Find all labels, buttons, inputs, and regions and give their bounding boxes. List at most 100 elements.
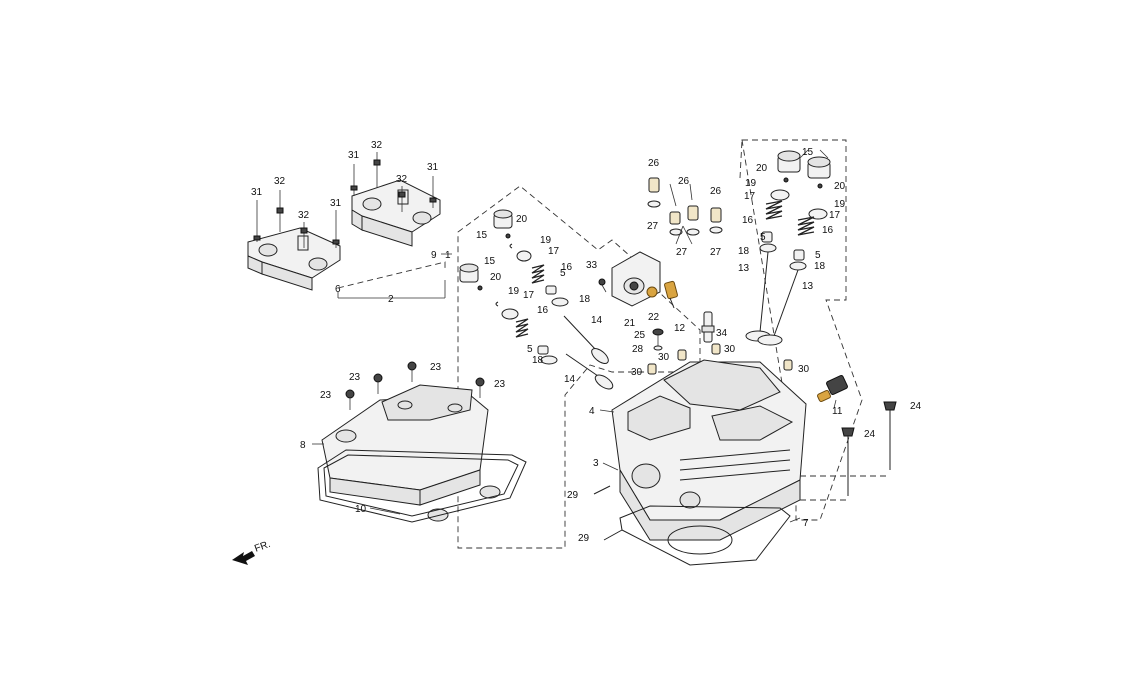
callout-22: 22	[648, 312, 660, 323]
callout-34: 34	[716, 328, 728, 339]
callout-19-b: 19	[508, 286, 520, 297]
callout-5-c: 5	[760, 232, 766, 243]
callout-3: 3	[593, 458, 599, 469]
callout-17-c: 17	[744, 191, 756, 202]
group-boundary-exhaust-valves	[741, 139, 863, 521]
thermostat-22	[646, 286, 658, 298]
callout-5-d: 5	[815, 250, 821, 261]
callout-7: 7	[803, 518, 809, 529]
exhaust-valves	[745, 251, 799, 346]
callout-30-c: 30	[631, 367, 643, 378]
cylinder-head-cover	[321, 384, 501, 522]
exhaust-valve-springs	[765, 200, 815, 236]
callout-31-b: 31	[330, 198, 342, 209]
intake-valve-springs	[515, 264, 545, 338]
callout-26-b: 26	[678, 176, 690, 187]
callout-26-c: 26	[710, 186, 722, 197]
callout-4: 4	[589, 406, 595, 417]
cylinder-head	[611, 359, 807, 541]
intake-valve-retainers	[495, 243, 532, 320]
intake-valve-seals	[537, 285, 569, 365]
callout-12: 12	[674, 323, 686, 334]
bolt-25	[652, 328, 664, 346]
callout-19-d: 19	[834, 199, 846, 210]
leader-lines	[312, 149, 837, 523]
callout-32-c: 32	[371, 140, 383, 151]
dowels-30	[647, 343, 793, 375]
studs-29	[593, 485, 623, 541]
callout-30-d: 30	[798, 364, 810, 375]
callout-5: 5	[560, 268, 566, 279]
callout-16: 16	[561, 262, 573, 273]
callout-6: 6	[335, 284, 341, 295]
callout-15-c: 15	[802, 147, 814, 158]
callout-15-b: 15	[484, 256, 496, 267]
exhaust-valve-retainers	[770, 189, 828, 220]
intake-valves	[563, 315, 614, 390]
callout-32-d: 32	[396, 174, 408, 185]
callout-18-d: 18	[814, 261, 826, 272]
cam-holder-bolts	[253, 152, 437, 248]
group-boundary-cam-holders	[337, 261, 446, 289]
callout-27: 27	[647, 221, 659, 232]
callout-20-c: 20	[756, 163, 768, 174]
bolt-33	[598, 278, 607, 293]
callout-23-d: 23	[494, 379, 506, 390]
callout-19: 19	[540, 235, 552, 246]
callout-26: 26	[648, 158, 660, 169]
callout-32-b: 32	[298, 210, 310, 221]
callout-30: 30	[658, 352, 670, 363]
valve-lifters-exhaust-15	[777, 150, 831, 179]
front-direction-label: FR.	[253, 539, 272, 555]
temperature-sensor-12	[664, 280, 678, 309]
callout-19-c: 19	[745, 178, 757, 189]
cylinder-head-gasket-7	[619, 505, 791, 566]
callout-8: 8	[300, 440, 306, 451]
callout-31-d: 31	[427, 162, 439, 173]
callout-17-b: 17	[523, 290, 535, 301]
callout-31: 31	[251, 187, 263, 198]
spark-plug-34	[701, 311, 715, 343]
exhaust-valve-seals	[759, 231, 807, 271]
bolts-24	[800, 401, 897, 501]
callout-25: 25	[634, 330, 646, 341]
callout-29: 29	[567, 490, 579, 501]
callout-16-b: 16	[537, 305, 549, 316]
callout-labels: 1 2 3 4 5 5 5 5 6 7 8 9 10 11 12 13 13 1…	[251, 140, 922, 544]
callout-20-b: 20	[490, 272, 502, 283]
callout-13-b: 13	[802, 281, 814, 292]
callout-1: 1	[445, 250, 451, 261]
cover-bolts	[345, 361, 485, 410]
thermostat-housing-21	[611, 251, 661, 307]
cylinder-head-cover-gasket	[317, 449, 527, 523]
callout-13: 13	[738, 263, 750, 274]
callout-18: 18	[579, 294, 591, 305]
valve-lifter-15-a	[493, 209, 513, 229]
callout-27-c: 27	[710, 247, 722, 258]
o-rings-27	[647, 200, 723, 236]
callout-23: 23	[430, 362, 442, 373]
callout-20-d: 20	[834, 181, 846, 192]
callout-16-c: 16	[742, 215, 754, 226]
group-boundary-intake-valves	[457, 185, 701, 549]
callout-18-b: 18	[532, 355, 544, 366]
callout-18-c: 18	[738, 246, 750, 257]
callout-2: 2	[388, 294, 394, 305]
callout-28: 28	[632, 344, 644, 355]
callout-17: 17	[548, 246, 560, 257]
valve-lifter-15-b	[459, 263, 479, 283]
callout-24-b: 24	[864, 429, 876, 440]
camshaft-holder-left	[247, 227, 341, 291]
callout-5-b: 5	[527, 344, 533, 355]
front-direction-arrow-icon	[232, 551, 255, 565]
callout-17-d: 17	[829, 210, 841, 221]
callout-14-b: 14	[564, 374, 576, 385]
callout-14: 14	[591, 315, 603, 326]
callout-9: 9	[431, 250, 437, 261]
callout-20: 20	[516, 214, 528, 225]
callout-33: 33	[586, 260, 598, 271]
callout-30-b: 30	[724, 344, 736, 355]
callout-29-b: 29	[578, 533, 590, 544]
callout-21: 21	[624, 318, 636, 329]
